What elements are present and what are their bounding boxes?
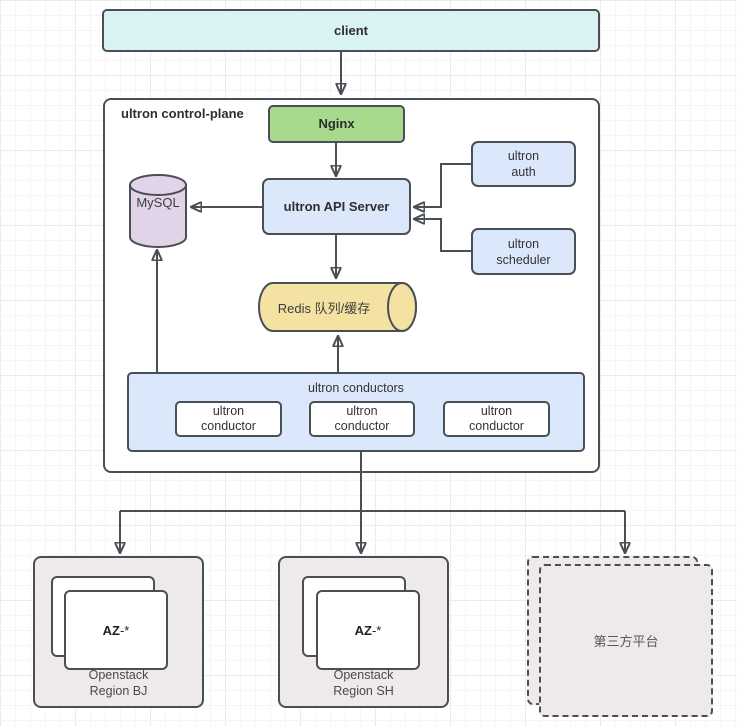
conductor-label-line1: ultron xyxy=(480,404,513,418)
mysql-label: MySQL xyxy=(136,195,180,210)
conductor-label-line2: conductor xyxy=(334,419,390,433)
conductor-label-line1: ultron xyxy=(212,404,245,418)
conductor-label-line1: ultron xyxy=(346,404,378,418)
scheduler-label-line2: scheduler xyxy=(496,252,551,267)
conductors-title: ultron conductors xyxy=(308,381,404,395)
client-node: client xyxy=(102,9,600,52)
cylinder-shape xyxy=(258,282,417,332)
conductor-node-2: ultron conductor xyxy=(309,401,415,437)
region-bj-node: AZ-* Openstack Region BJ xyxy=(33,556,204,708)
az-card-front: AZ-* xyxy=(64,590,168,670)
control-plane-title: ultron control-plane xyxy=(121,106,244,121)
conductor-node-1: ultron conductor xyxy=(175,401,282,437)
az-label-bold: AZ xyxy=(102,622,120,638)
az-label-bold: AZ xyxy=(354,622,372,638)
auth-label-line1: ultron xyxy=(507,149,540,163)
az-card-front: AZ-* xyxy=(316,590,420,670)
cylinder-shape xyxy=(129,174,187,248)
redis-cylinder: Redis 队列/缓存 xyxy=(257,281,417,333)
az-label-rest: -* xyxy=(119,622,130,638)
region-sh-label-line1: Openstack xyxy=(333,668,394,682)
region-bj-label: Openstack Region BJ xyxy=(35,667,202,699)
scheduler-label-line1: ultron xyxy=(507,236,540,251)
conductors-container: ultron conductors ultron conductor ultro… xyxy=(127,372,585,452)
conductor-node-3: ultron conductor xyxy=(443,401,550,437)
conductor-label-line2: conductor xyxy=(201,419,256,433)
conductor-label-line2: conductor xyxy=(469,419,524,433)
scheduler-node: ultron scheduler xyxy=(471,228,576,275)
api-server-node: ultron API Server xyxy=(262,178,411,235)
region-sh-label-line2: Region SH xyxy=(333,684,394,698)
auth-node: ultron auth xyxy=(471,141,576,187)
auth-label-line2: auth xyxy=(511,165,536,179)
az-label-rest: -* xyxy=(371,622,382,638)
mysql-cylinder: MySQL xyxy=(127,173,189,249)
third-party-node: 第三方平台 xyxy=(539,564,713,717)
region-bj-label-line2: Region BJ xyxy=(89,684,148,698)
redis-label: Redis 队列/缓存 xyxy=(277,300,371,316)
region-bj-label-line1: Openstack xyxy=(88,668,149,682)
region-sh-node: AZ-* Openstack Region SH xyxy=(278,556,449,708)
nginx-node: Nginx xyxy=(268,105,405,143)
region-sh-label: Openstack Region SH xyxy=(280,667,447,699)
